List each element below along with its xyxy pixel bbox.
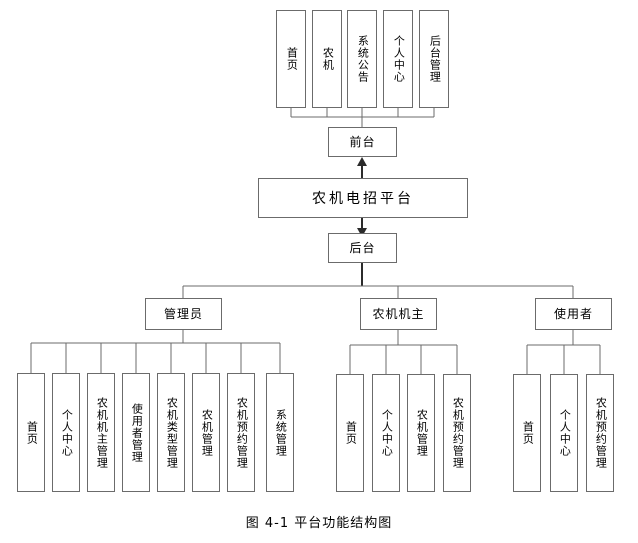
frontend-child-box[interactable]: 系统公告 [347, 10, 377, 108]
admin-child-label: 农机机主管理 [95, 396, 109, 469]
frontend-child-box[interactable]: 个人中心 [383, 10, 413, 108]
user-child-label: 农机预约管理 [594, 397, 608, 469]
admin-child-label: 首页 [25, 420, 39, 445]
admin-child-box[interactable]: 系统管理 [266, 373, 294, 492]
role-node-user[interactable]: 使用者 [535, 298, 612, 330]
admin-child-label: 使用者管理 [130, 402, 144, 463]
admin-child-label: 系统管理 [274, 408, 288, 457]
owner-child-label: 个人中心 [380, 409, 394, 457]
platform-root-label: 农机电招平台 [312, 191, 414, 207]
admin-child-box[interactable]: 个人中心 [52, 373, 80, 492]
user-child-label: 首页 [521, 421, 535, 445]
frontend-child-label: 首页 [285, 47, 299, 71]
frontend-child-box[interactable]: 农机 [312, 10, 342, 108]
frontend-child-label: 后台管理 [428, 35, 442, 83]
admin-child-label: 农机管理 [200, 408, 214, 457]
user-child-box[interactable]: 农机预约管理 [586, 374, 614, 492]
user-child-box[interactable]: 个人中心 [550, 374, 578, 492]
owner-child-box[interactable]: 个人中心 [372, 374, 400, 492]
role-node-admin[interactable]: 管理员 [145, 298, 222, 330]
admin-child-box[interactable]: 首页 [17, 373, 45, 492]
user-child-label: 个人中心 [558, 409, 572, 457]
backend-node[interactable]: 后台 [328, 233, 397, 263]
frontend-child-label: 农机 [321, 47, 335, 71]
admin-child-box[interactable]: 农机管理 [192, 373, 220, 492]
admin-child-box[interactable]: 使用者管理 [122, 373, 150, 492]
owner-child-label: 首页 [344, 421, 358, 445]
admin-child-box[interactable]: 农机预约管理 [227, 373, 255, 492]
arrow-up-frontend [357, 157, 367, 166]
owner-child-box[interactable]: 农机管理 [407, 374, 435, 492]
role-label: 农机机主 [372, 306, 425, 321]
owner-child-label: 农机管理 [415, 409, 429, 457]
platform-root-node[interactable]: 农机电招平台 [258, 178, 468, 218]
frontend-child-box[interactable]: 首页 [276, 10, 306, 108]
user-child-box[interactable]: 首页 [513, 374, 541, 492]
frontend-child-label: 个人中心 [392, 35, 406, 83]
frontend-child-box[interactable]: 后台管理 [419, 10, 449, 108]
role-label: 管理员 [163, 306, 203, 321]
frontend-node[interactable]: 前台 [328, 127, 397, 157]
frontend-child-label: 系统公告 [356, 35, 370, 83]
frontend-label: 前台 [349, 134, 376, 149]
admin-child-label: 农机预约管理 [235, 396, 249, 469]
owner-child-box[interactable]: 首页 [336, 374, 364, 492]
role-label: 使用者 [553, 306, 593, 321]
owner-child-box[interactable]: 农机预约管理 [443, 374, 471, 492]
owner-child-label: 农机预约管理 [451, 397, 465, 469]
role-node-owner[interactable]: 农机机主 [360, 298, 437, 330]
admin-child-box[interactable]: 农机类型管理 [157, 373, 185, 492]
admin-child-label: 农机类型管理 [165, 396, 179, 469]
admin-child-label: 个人中心 [60, 408, 74, 457]
admin-child-box[interactable]: 农机机主管理 [87, 373, 115, 492]
figure-caption: 图 4-1 平台功能结构图 [245, 516, 393, 531]
backend-label: 后台 [349, 240, 376, 255]
